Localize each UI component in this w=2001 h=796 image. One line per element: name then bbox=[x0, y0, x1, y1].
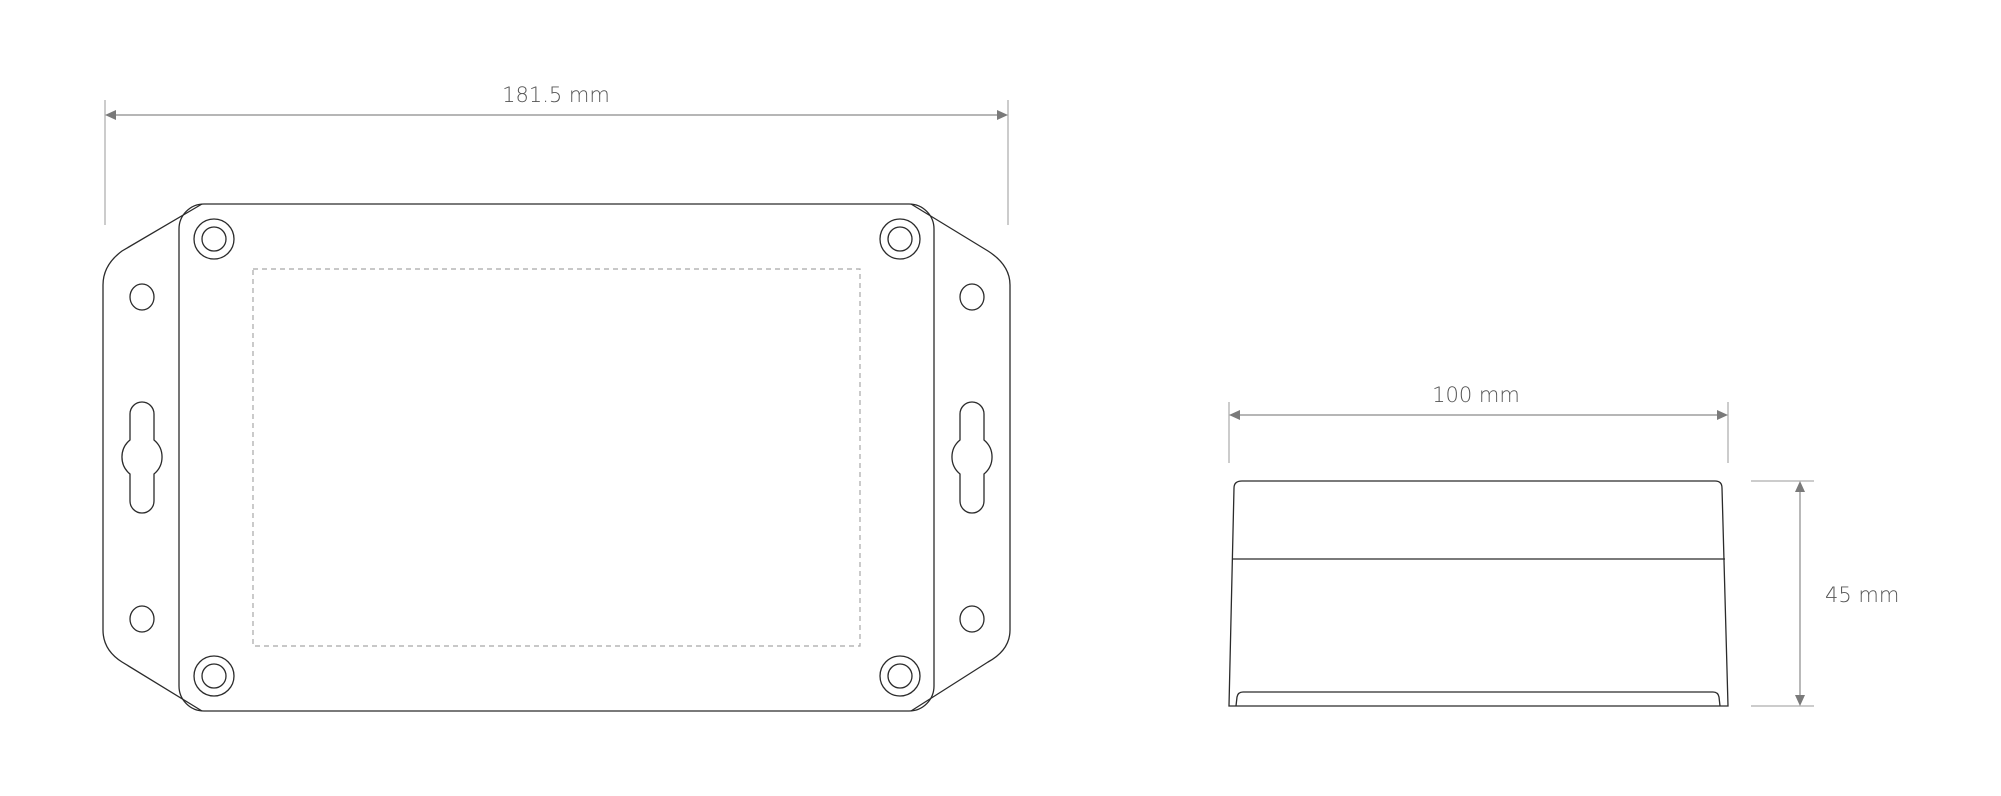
mounting-hole-icon bbox=[959, 605, 985, 633]
mounting-hole-icon bbox=[129, 605, 155, 633]
screw-bottom-right-icon bbox=[879, 655, 921, 697]
base-lip bbox=[1235, 691, 1721, 707]
keyhole-left-icon bbox=[121, 401, 163, 514]
front-width-label: 181.5 mm bbox=[502, 83, 610, 107]
screw-top-left-icon bbox=[193, 218, 235, 260]
label-area bbox=[252, 268, 861, 647]
enclosure-body bbox=[178, 203, 935, 712]
screw-top-right-icon bbox=[879, 218, 921, 260]
keyhole-right-icon bbox=[951, 401, 993, 514]
arrow-right-icon bbox=[997, 110, 1008, 120]
screw-bottom-left-icon bbox=[193, 655, 235, 697]
arrow-right-icon bbox=[1717, 410, 1728, 420]
side-height-label: 45 mm bbox=[1825, 583, 1899, 607]
side-enclosure-outline bbox=[1228, 480, 1729, 707]
side-view: 100 mm 45 mm bbox=[1228, 383, 1899, 707]
front-width-dimension: 181.5 mm bbox=[104, 83, 1009, 225]
right-flange bbox=[910, 203, 1011, 712]
arrow-up-icon bbox=[1795, 481, 1805, 492]
left-flange bbox=[102, 203, 203, 712]
arrow-left-icon bbox=[1229, 410, 1240, 420]
front-view: 181.5 mm bbox=[102, 83, 1011, 712]
arrow-left-icon bbox=[105, 110, 116, 120]
mounting-hole-icon bbox=[129, 283, 155, 311]
mounting-hole-icon bbox=[959, 283, 985, 311]
side-width-dimension: 100 mm bbox=[1228, 383, 1729, 463]
side-height-dimension: 45 mm bbox=[1751, 480, 1899, 707]
side-width-label: 100 mm bbox=[1432, 383, 1520, 407]
arrow-down-icon bbox=[1795, 695, 1805, 706]
